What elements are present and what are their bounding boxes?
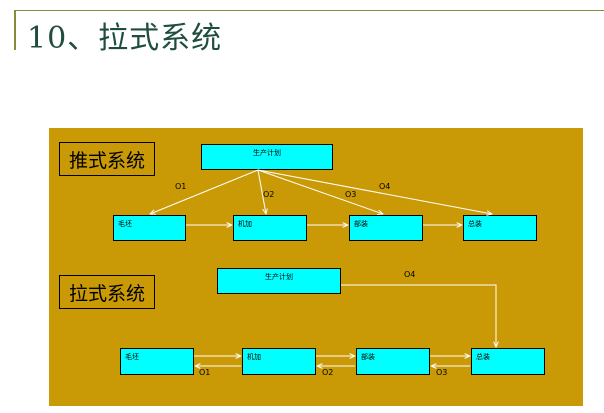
pull-order-o3: O3 <box>436 368 448 377</box>
pull-order-o1: O1 <box>199 368 211 377</box>
push-arrow-plan-to-subassembly <box>257 169 383 214</box>
pull-system-label: 拉式系统 <box>59 275 155 309</box>
push-plan-box: 生产计划 <box>201 144 333 170</box>
push-stage-blank: 毛坯 <box>113 215 186 241</box>
pull-order-o4: O4 <box>404 270 416 279</box>
push-order-o4: O4 <box>379 182 391 191</box>
push-arrow-plan-to-blank <box>150 169 259 214</box>
push-stage-machining: 机加 <box>233 215 307 241</box>
header-rule-horizontal <box>14 10 604 11</box>
pull-arrow-plan-to-final <box>341 284 496 347</box>
slide-header: 10、拉式系统 <box>0 0 604 56</box>
push-order-o2: O2 <box>263 190 275 199</box>
pull-stage-machining: 机加 <box>242 348 316 375</box>
push-arrow-plan-to-machining <box>257 169 266 214</box>
push-arrow-plan-to-final <box>257 169 492 214</box>
pull-stage-final-assembly: 总装 <box>471 348 545 375</box>
push-order-o3: O3 <box>345 190 357 199</box>
header-rule-vertical <box>14 10 16 50</box>
pull-order-o2: O2 <box>322 368 334 377</box>
pull-stage-subassembly: 部装 <box>356 348 430 375</box>
push-system-label: 推式系统 <box>59 142 155 176</box>
pull-plan-box: 生产计划 <box>217 268 341 294</box>
pull-stage-blank: 毛坯 <box>120 348 194 375</box>
push-stage-final-assembly: 总装 <box>463 215 537 241</box>
push-order-o1: O1 <box>175 182 187 191</box>
push-stage-subassembly: 部装 <box>349 215 423 241</box>
slide-title: 10、拉式系统 <box>27 21 223 56</box>
